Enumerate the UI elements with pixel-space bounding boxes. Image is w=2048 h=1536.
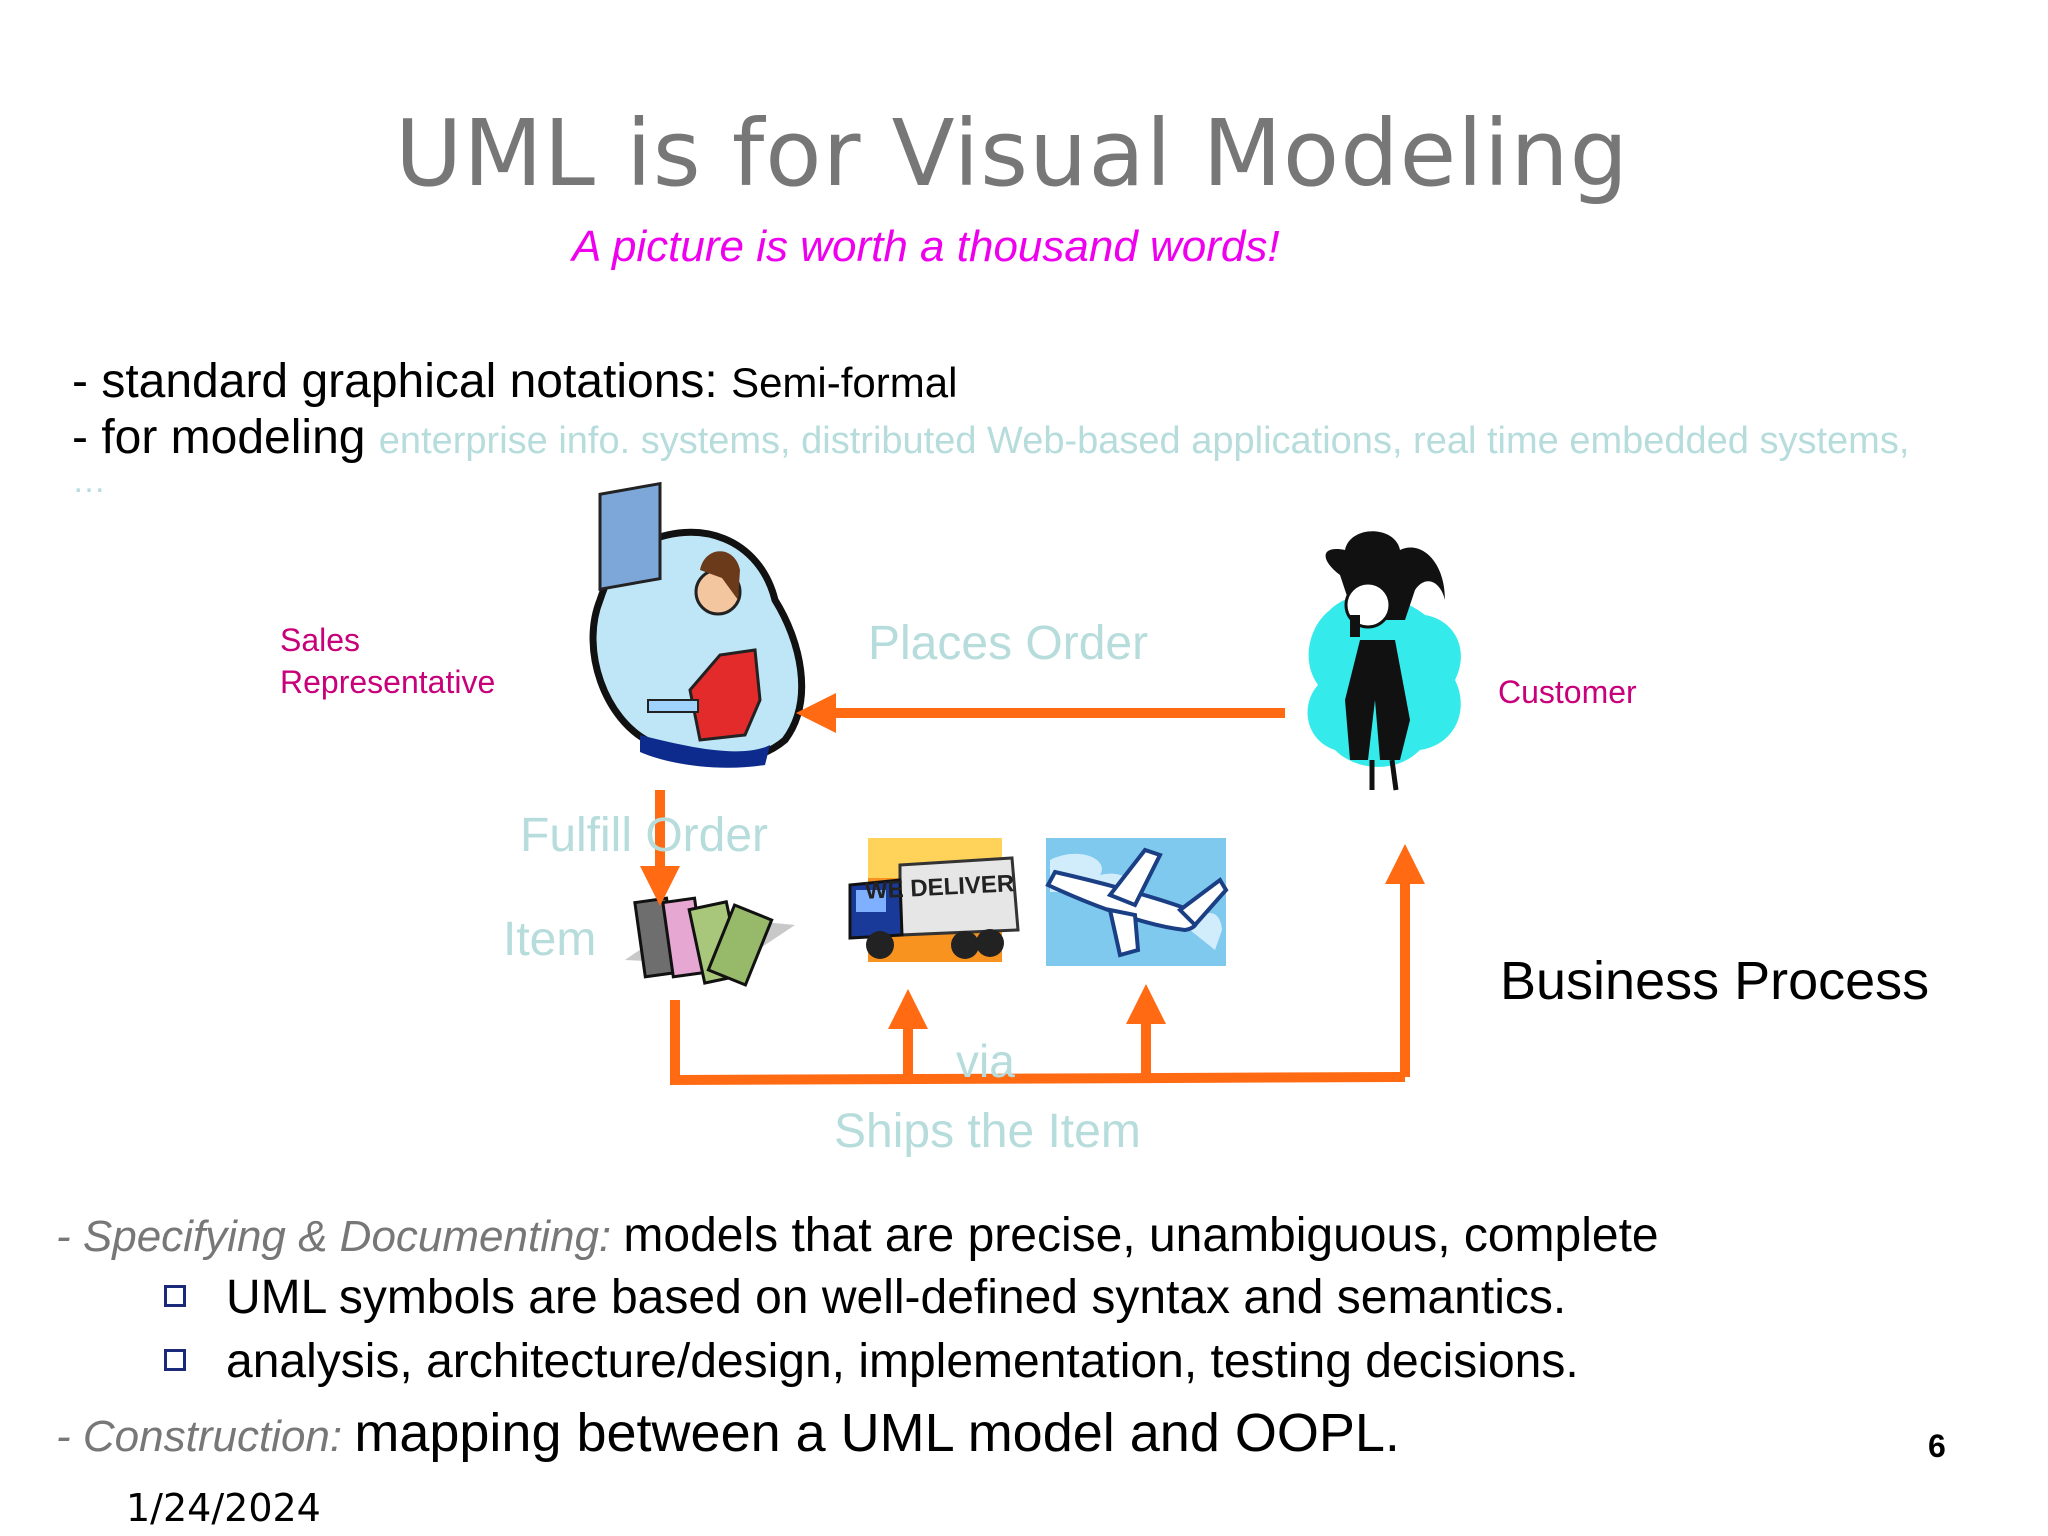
specifying-line: - Specifying & Documenting: models that … [56, 1208, 1659, 1263]
sales-rep-label-line1: Sales [280, 622, 361, 658]
sales-representative-clipart [589, 481, 806, 768]
bullet-modeling-value: enterprise info. systems, distributed We… [378, 420, 1910, 462]
customer-clipart [1307, 531, 1461, 791]
fulfill-order-label: Fulfill Order [520, 809, 769, 862]
sales-rep-label-line2: Representative [280, 664, 496, 700]
customer-label: Customer [1498, 674, 1637, 710]
square-bullet-icon [164, 1285, 186, 1308]
bullet-notations-lead: - standard graphical notations: [72, 355, 732, 408]
bullet-notations-value: Semi-formal [731, 359, 958, 406]
square-bullet-icon [164, 1349, 186, 1372]
bullet-notations: - standard graphical notations: Semi-for… [72, 354, 957, 409]
item-label: Item [503, 913, 597, 966]
sub-bullet-decisions: analysis, architecture/design, implement… [164, 1334, 1579, 1389]
bullet-modeling: - for modeling enterprise info. systems,… [72, 410, 1909, 465]
sub-bullet-syntax: UML symbols are based on well-defined sy… [164, 1270, 1566, 1325]
truck-clipart: WE DELIVER [848, 838, 1020, 962]
bullet-modeling-continuation: … [72, 462, 106, 500]
sub-bullet-syntax-text: UML symbols are based on well-defined sy… [226, 1271, 1567, 1324]
slide-subtitle: A picture is worth a thousand words! [572, 222, 1280, 271]
books-clipart [625, 896, 795, 987]
via-label: via [956, 1035, 1015, 1087]
sub-bullet-decisions-text: analysis, architecture/design, implement… [226, 1335, 1579, 1388]
construction-lead: - Construction: [56, 1412, 355, 1461]
airplane-clipart [1045, 838, 1229, 966]
construction-line: - Construction: mapping between a UML mo… [56, 1402, 1400, 1464]
places-order-label: Places Order [868, 617, 1149, 670]
slide-title: UML is for Visual Modeling [394, 100, 1630, 207]
ships-item-label: Ships the Item [834, 1105, 1141, 1158]
page-number: 6 [1928, 1428, 1946, 1464]
ships-item-path [670, 1000, 1406, 1086]
specifying-text: models that are precise, unambiguous, co… [623, 1209, 1659, 1262]
business-process-label: Business Process [1500, 951, 1930, 1011]
process-arrows [640, 693, 1425, 1086]
specifying-lead: - Specifying & Documenting: [56, 1212, 624, 1261]
construction-text: mapping between a UML model and OOPL. [354, 1403, 1400, 1463]
bullet-modeling-lead: - for modeling [72, 411, 379, 464]
slide-date: 1/24/2024 [126, 1486, 321, 1530]
